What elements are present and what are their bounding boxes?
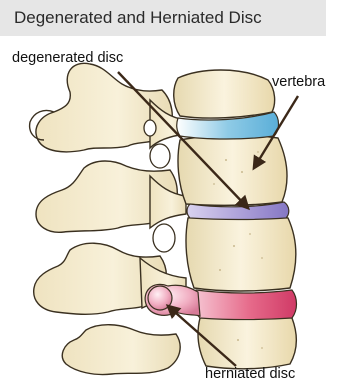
herniated-disc xyxy=(193,290,296,320)
label-herniated-disc: herniated disc xyxy=(205,366,295,382)
label-degenerated-disc: degenerated disc xyxy=(12,50,123,66)
posterior-elements xyxy=(30,63,186,374)
label-vertebra: vertebra xyxy=(272,74,325,90)
